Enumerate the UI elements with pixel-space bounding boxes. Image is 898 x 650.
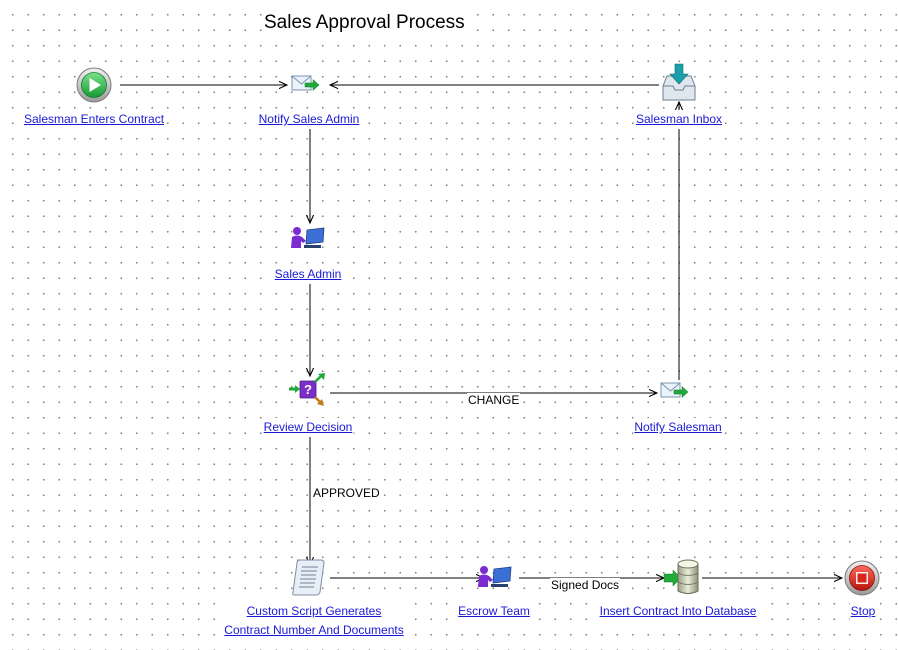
node-label-custom-script-line2: Contract Number And Documents (224, 623, 404, 637)
node-label-escrow-team[interactable]: Escrow Team (457, 602, 531, 621)
decision-icon[interactable]: ? (289, 373, 325, 406)
node-label-sales-admin[interactable]: Sales Admin (273, 265, 343, 284)
edge-label-signed-docs: Signed Docs (550, 578, 621, 592)
node-label-notify-sales-admin[interactable]: Notify Sales Admin (257, 110, 361, 129)
svg-text:?: ? (304, 382, 312, 397)
stop-icon[interactable] (844, 560, 880, 596)
inbox-download-icon[interactable] (662, 63, 696, 101)
node-label-salesman-enters-contract[interactable]: Salesman Enters Contract (22, 110, 166, 129)
node-label-stop[interactable]: Stop (849, 602, 877, 621)
email-notify-icon[interactable] (660, 382, 689, 399)
node-label-custom-script[interactable]: Custom Script Generates Contract Number … (223, 602, 405, 640)
database-insert-icon[interactable] (663, 559, 699, 594)
user-workstation-icon[interactable] (478, 566, 512, 587)
start-icon[interactable] (76, 67, 112, 103)
node-label-notify-salesman[interactable]: Notify Salesman (633, 418, 723, 437)
node-label-insert-contract[interactable]: Insert Contract Into Database (598, 602, 758, 621)
script-scroll-icon[interactable] (292, 559, 325, 596)
node-label-salesman-inbox[interactable]: Salesman Inbox (634, 110, 724, 129)
node-label-custom-script-line1: Custom Script Generates (246, 604, 382, 618)
edge-label-approved: APPROVED (312, 486, 381, 500)
edge-label-change: CHANGE (467, 393, 521, 407)
email-notify-icon[interactable] (291, 75, 320, 92)
edges (120, 85, 842, 578)
node-label-review-decision[interactable]: Review Decision (262, 418, 354, 437)
user-workstation-icon[interactable] (291, 227, 325, 248)
diagram-title: Sales Approval Process (263, 12, 466, 34)
